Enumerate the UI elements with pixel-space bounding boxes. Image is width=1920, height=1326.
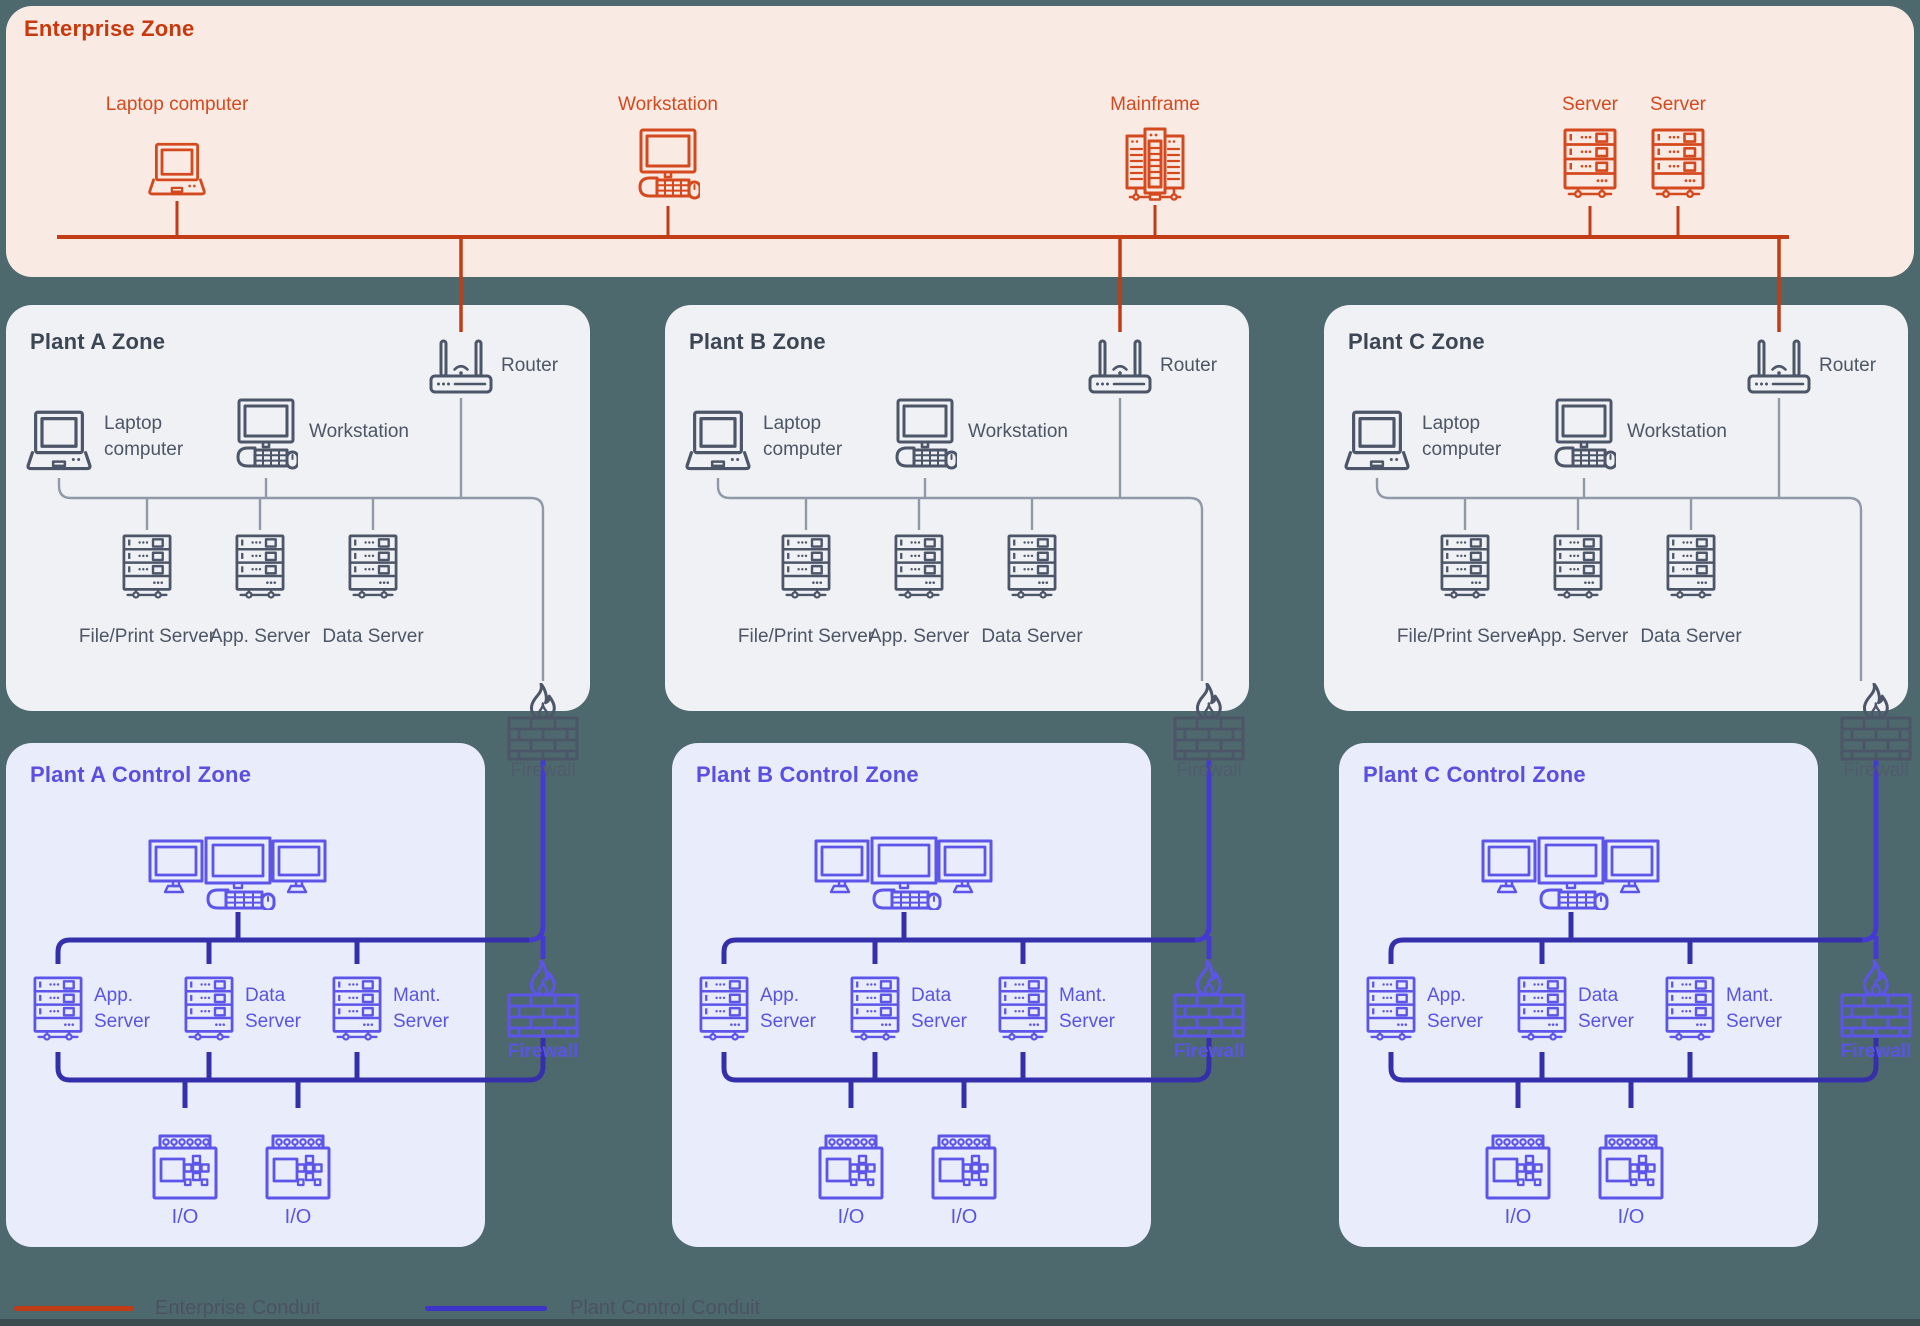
enterprise-conduit-swatch: [14, 1306, 134, 1311]
plant-b-zone-panel: [665, 305, 1249, 711]
server-icon: [1563, 128, 1617, 199]
laptop-label: Laptop computer: [1422, 413, 1502, 460]
workstation-label: Workstation: [968, 421, 1068, 442]
server-label: Server: [1650, 94, 1706, 115]
file-print-server-label: File/Print Server: [78, 626, 216, 647]
firewall-label: Firewall: [1176, 760, 1242, 781]
laptop-label: Laptop computer: [763, 413, 843, 460]
bottom-edge-strip: [0, 1319, 1920, 1326]
plant-b-zone-title: Plant B Zone: [689, 329, 826, 354]
plant-b-control-zone-panel: [672, 743, 1151, 1247]
data-server-label: Data Server: [1640, 626, 1742, 647]
control-a-wiring: [58, 760, 543, 1108]
app-server-label: App. Server: [94, 985, 150, 1032]
plant-control-conduit-swatch: [425, 1306, 547, 1311]
plant-c-zone-title: Plant C Zone: [1348, 329, 1485, 354]
control-c-wiring: [1391, 760, 1876, 1108]
control-a-icons: [35, 838, 380, 1198]
file-print-server-label: File/Print Server: [1396, 626, 1534, 647]
io-label: I/O: [950, 1206, 978, 1228]
mainframe-label: Mainframe: [1110, 94, 1200, 115]
io-label: I/O: [171, 1206, 199, 1228]
laptop-icon: [148, 142, 206, 196]
data-server-label: Data Server: [1578, 985, 1634, 1032]
workstation-label: Workstation: [1627, 421, 1727, 442]
enterprise-conduit-lines: [57, 201, 1789, 332]
io-label: I/O: [1504, 1206, 1532, 1228]
laptop-label: Laptop computer: [105, 94, 249, 115]
enterprise-zone-title: Enterprise Zone: [24, 16, 195, 41]
plant-c-icons: [1346, 341, 1809, 598]
file-print-server-label: File/Print Server: [737, 626, 875, 647]
workstation-label: Workstation: [618, 94, 718, 115]
server-label: Server: [1562, 94, 1618, 115]
control-c-icons: [1368, 838, 1713, 1198]
plant-c-control-zone-title: Plant C Control Zone: [1363, 762, 1586, 787]
app-server-label: App. Server: [760, 985, 816, 1032]
io-label: I/O: [1617, 1206, 1645, 1228]
control-b-icons: [701, 838, 1046, 1198]
enterprise-conduit-legend-label: Enterprise Conduit: [155, 1297, 321, 1319]
mant-server-label: Mant. Server: [1059, 985, 1115, 1032]
app-server-label: App. Server: [868, 626, 970, 647]
data-server-label: Data Server: [245, 985, 301, 1032]
data-server-label: Data Server: [981, 626, 1083, 647]
router-label: Router: [501, 355, 559, 376]
plant-a-icons: [28, 341, 491, 598]
workstation-label: Workstation: [309, 421, 409, 442]
server-icon: [1651, 128, 1705, 199]
plant-control-conduit-legend-label: Plant Control Conduit: [570, 1297, 761, 1319]
app-server-label: App. Server: [209, 626, 311, 647]
firewall-label: Firewall: [1843, 760, 1909, 781]
mainframe-icon: [1125, 127, 1185, 202]
plant-b-icons: [687, 341, 1150, 598]
plant-a-zone-panel: [6, 305, 590, 711]
router-label: Router: [1160, 355, 1218, 376]
workstation-icon: [638, 128, 700, 200]
firewall-label: Firewall: [1173, 1041, 1245, 1062]
plant-c-zone-panel: [1324, 305, 1908, 711]
firewall-label: Firewall: [507, 1041, 579, 1062]
laptop-label: Laptop computer: [104, 413, 184, 460]
plant-b-control-zone-title: Plant B Control Zone: [696, 762, 919, 787]
plant-a-zone-title: Plant A Zone: [30, 329, 166, 354]
enterprise-icons: [148, 127, 1705, 202]
firewall-label: Firewall: [1840, 1041, 1912, 1062]
plant-c-control-zone-panel: [1339, 743, 1818, 1247]
data-server-label: Data Server: [322, 626, 424, 647]
control-b-wiring: [724, 760, 1209, 1108]
io-label: I/O: [837, 1206, 865, 1228]
mant-server-label: Mant. Server: [1726, 985, 1782, 1032]
app-server-label: App. Server: [1427, 985, 1483, 1032]
router-label: Router: [1819, 355, 1877, 376]
data-server-label: Data Server: [911, 985, 967, 1032]
plant-a-control-zone-panel: [6, 743, 485, 1247]
mant-server-label: Mant. Server: [393, 985, 449, 1032]
app-server-label: App. Server: [1527, 626, 1629, 647]
firewall-label: Firewall: [510, 760, 576, 781]
plant-a-control-zone-title: Plant A Control Zone: [30, 762, 252, 787]
io-label: I/O: [284, 1206, 312, 1228]
